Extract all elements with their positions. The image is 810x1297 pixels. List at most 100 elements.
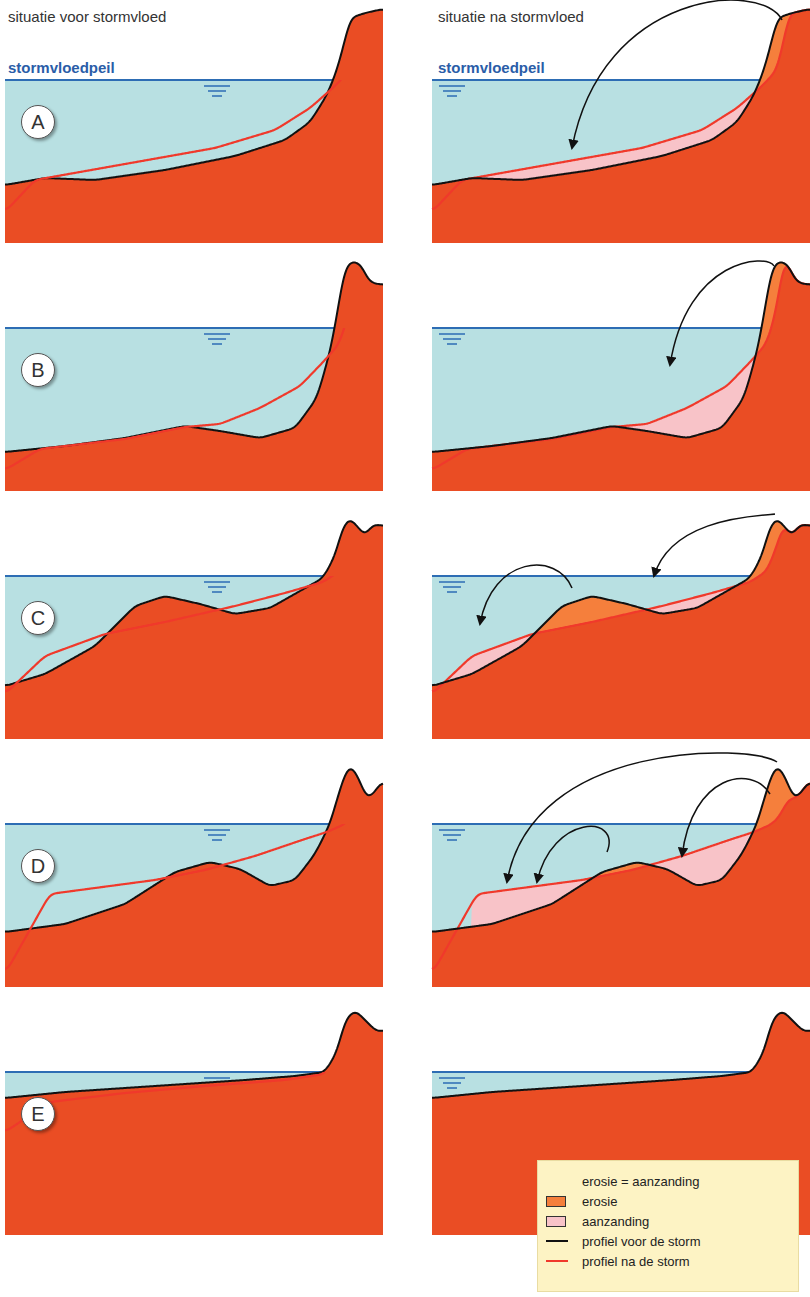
legend-sample-slot	[546, 1191, 572, 1211]
profile-panel-after	[432, 0, 810, 243]
water-symbol	[212, 343, 222, 345]
water-symbol	[208, 338, 226, 340]
storm-surge-level-line	[5, 79, 383, 81]
legend-line	[546, 1260, 568, 1262]
seabed-ground	[5, 521, 383, 739]
profile-panel-after	[432, 514, 810, 739]
legend-entry: erosie = aanzanding	[546, 1171, 798, 1191]
accretion-area	[432, 784, 810, 987]
accretion-area	[432, 10, 810, 243]
legend-entry: profiel na de storm	[546, 1251, 798, 1271]
seabed-ground	[432, 525, 810, 739]
water-symbol	[443, 834, 461, 836]
erosion-area	[432, 521, 810, 739]
profile-panel-before	[5, 521, 383, 739]
legend-swatch	[546, 1196, 566, 1207]
seabed-ground	[432, 10, 810, 243]
water-symbol	[204, 85, 230, 87]
water-symbol	[447, 839, 457, 841]
profile-panel-before	[5, 10, 383, 243]
profile-after-line	[432, 784, 810, 969]
legend-text: profiel na de storm	[582, 1254, 690, 1269]
water-symbol	[439, 829, 465, 831]
row-letter: E	[31, 1104, 44, 1124]
row-letter: C	[31, 608, 45, 628]
water-symbol	[439, 85, 465, 87]
panel-heading: situatie na stormvloed	[438, 8, 584, 26]
legend-text: aanzanding	[582, 1214, 649, 1229]
water-symbol	[443, 1082, 461, 1084]
water-symbol	[439, 333, 465, 335]
legend-text: erosie = aanzanding	[582, 1174, 699, 1189]
profile-after-line	[5, 1072, 383, 1130]
legend-text: erosie	[582, 1194, 617, 1209]
seabed-ground	[5, 263, 383, 491]
profile-panel-before	[5, 263, 383, 491]
water-symbol	[204, 1077, 230, 1079]
accretion-area	[432, 267, 810, 491]
profile-after-line	[432, 525, 810, 691]
profile-after-line	[5, 576, 383, 691]
water-symbol	[204, 333, 230, 335]
legend-entry: aanzanding	[546, 1211, 798, 1231]
water-symbol	[443, 90, 461, 92]
profile-after-line	[5, 328, 383, 468]
water-symbol	[212, 591, 222, 593]
legend-swatch	[546, 1216, 566, 1227]
water-symbol	[439, 581, 465, 583]
profile-before-line	[432, 263, 810, 452]
sediment-transport-arrow	[670, 261, 774, 365]
water-symbol	[204, 829, 230, 831]
water-symbol	[208, 834, 226, 836]
seabed-ground	[432, 267, 810, 491]
seabed-ground	[5, 769, 383, 987]
storm-surge-level-line	[5, 823, 383, 825]
legend-line	[546, 1240, 568, 1242]
erosion-area	[432, 263, 810, 491]
legend-line-sample	[546, 1256, 570, 1266]
profile-before-line	[432, 1013, 810, 1098]
seabed-ground	[432, 784, 810, 987]
water-symbol	[447, 95, 457, 97]
storm-surge-level-line	[432, 79, 810, 81]
water-symbol	[447, 1087, 457, 1089]
sediment-transport-arrow	[654, 514, 775, 576]
profile-after-line	[5, 824, 383, 969]
sediment-transport-arrow	[572, 0, 782, 148]
water-level-label: stormvloedpeil	[438, 59, 545, 77]
seabed-ground	[5, 10, 383, 243]
profile-panel-before	[5, 769, 383, 987]
profile-panel-before	[5, 1013, 383, 1235]
sediment-transport-arrow	[537, 826, 609, 882]
row-letter-circle: A	[21, 105, 55, 139]
sediment-transport-arrow	[480, 565, 572, 624]
profile-before-line	[5, 1013, 383, 1098]
row-letter: B	[31, 360, 44, 380]
row-letter: D	[31, 856, 45, 876]
water-symbol	[439, 1077, 465, 1079]
water-symbol	[443, 338, 461, 340]
row-letter: A	[31, 112, 44, 132]
profile-before-line	[432, 769, 810, 931]
water-symbol	[447, 343, 457, 345]
profile-panel-after	[432, 753, 810, 987]
storm-surge-level-line	[432, 327, 810, 329]
profile-before-line	[5, 521, 383, 685]
water-level-label: stormvloedpeil	[8, 59, 115, 77]
row-letter-circle: B	[21, 353, 55, 387]
row-letter-circle: C	[21, 601, 55, 635]
profile-panel-after	[432, 261, 810, 491]
sediment-transport-arrow	[682, 779, 770, 856]
profile-before-line	[5, 10, 383, 185]
erosion-area	[432, 10, 810, 243]
profile-before-line	[5, 769, 383, 931]
water-symbol	[443, 586, 461, 588]
legend-sample-slot	[546, 1211, 572, 1231]
profile-after-line	[5, 80, 383, 209]
legend-line-sample	[546, 1236, 570, 1246]
profile-before-line	[432, 521, 810, 685]
legend-sample-slot	[546, 1231, 572, 1251]
sediment-transport-arrow	[507, 753, 777, 882]
